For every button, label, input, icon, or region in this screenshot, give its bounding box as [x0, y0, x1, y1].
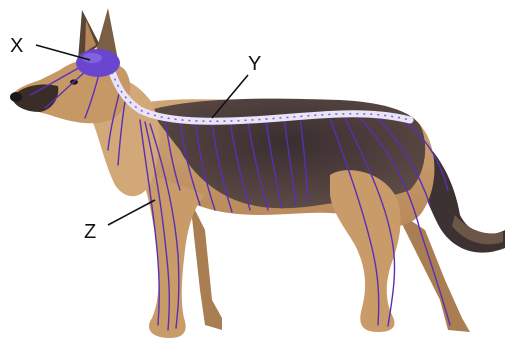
label-z: Z	[84, 221, 96, 243]
far-front-leg	[190, 200, 222, 330]
label-y: Y	[248, 53, 261, 75]
nose	[10, 92, 22, 102]
label-x: X	[10, 35, 23, 57]
near-hind-leg	[330, 170, 401, 332]
pointer-z	[108, 200, 155, 225]
brain	[76, 49, 120, 77]
near-front-leg	[140, 170, 205, 338]
